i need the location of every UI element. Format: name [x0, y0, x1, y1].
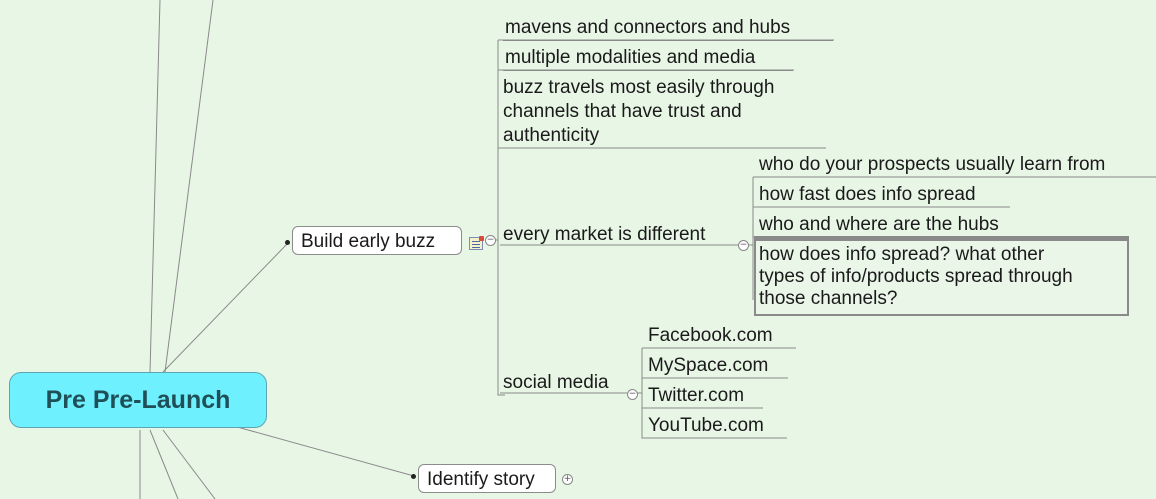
topic-trust-line2: channels that have trust and [503, 101, 742, 122]
topic-youtube-label: YouTube.com [648, 415, 764, 436]
collapse-toggle-icon[interactable]: − [627, 389, 638, 400]
branch-bullet [285, 240, 290, 245]
topic-mavens[interactable]: mavens and connectors and hubs [503, 16, 833, 41]
topic-mavens-label: mavens and connectors and hubs [505, 17, 791, 38]
topic-learn-from[interactable]: who do your prospects usually learn from [759, 153, 1105, 177]
topic-learn-from-label: who do your prospects usually learn from [759, 154, 1106, 175]
topic-trust[interactable]: buzz travels most easily through channel… [503, 76, 823, 148]
central-topic[interactable]: Pre Pre-Launch [9, 372, 267, 428]
topic-market[interactable]: every market is different [503, 223, 705, 247]
topic-twitter-label: Twitter.com [648, 385, 745, 406]
topic-social-media-label: social media [503, 372, 609, 393]
topic-twitter[interactable]: Twitter.com [648, 384, 744, 408]
collapse-toggle-icon[interactable]: − [738, 240, 749, 251]
topic-hubs[interactable]: who and where are the hubs [759, 213, 999, 237]
central-topic-label: Pre Pre-Launch [45, 385, 231, 414]
topic-trust-line3: authenticity [503, 125, 600, 146]
topic-modalities-label: multiple modalities and media [505, 47, 756, 68]
selected-topic-frame[interactable] [754, 236, 1129, 316]
topic-facebook-label: Facebook.com [648, 325, 773, 346]
topic-market-label: every market is different [503, 224, 706, 245]
build-early-buzz-node[interactable]: Build early buzz [292, 226, 462, 255]
topic-how-spread-line2: types of info/products spread through [759, 266, 1073, 287]
collapse-toggle-icon[interactable]: − [485, 235, 496, 246]
topic-youtube[interactable]: YouTube.com [648, 414, 764, 438]
build-early-buzz-label: Build early buzz [301, 231, 436, 252]
topic-myspace-label: MySpace.com [648, 355, 769, 376]
topic-how-spread-line3: those channels? [759, 288, 898, 309]
topic-trust-line1: buzz travels most easily through [503, 77, 775, 98]
topic-hubs-label: who and where are the hubs [759, 214, 999, 235]
topic-how-spread[interactable]: how does info spread? what other types o… [759, 244, 1073, 310]
note-icon[interactable] [469, 236, 484, 250]
topic-modalities[interactable]: multiple modalities and media [503, 46, 793, 71]
branch-bullet [411, 474, 416, 479]
topic-social-media[interactable]: social media [503, 371, 609, 395]
topic-facebook[interactable]: Facebook.com [648, 324, 773, 348]
topic-how-fast[interactable]: how fast does info spread [759, 183, 976, 207]
identify-story-node[interactable]: Identify story [418, 464, 556, 493]
topic-how-fast-label: how fast does info spread [759, 184, 976, 205]
identify-story-label: Identify story [427, 469, 535, 490]
expand-toggle-icon[interactable]: + [562, 474, 573, 485]
topic-myspace[interactable]: MySpace.com [648, 354, 768, 378]
topic-how-spread-line1: how does info spread? what other [759, 244, 1045, 265]
